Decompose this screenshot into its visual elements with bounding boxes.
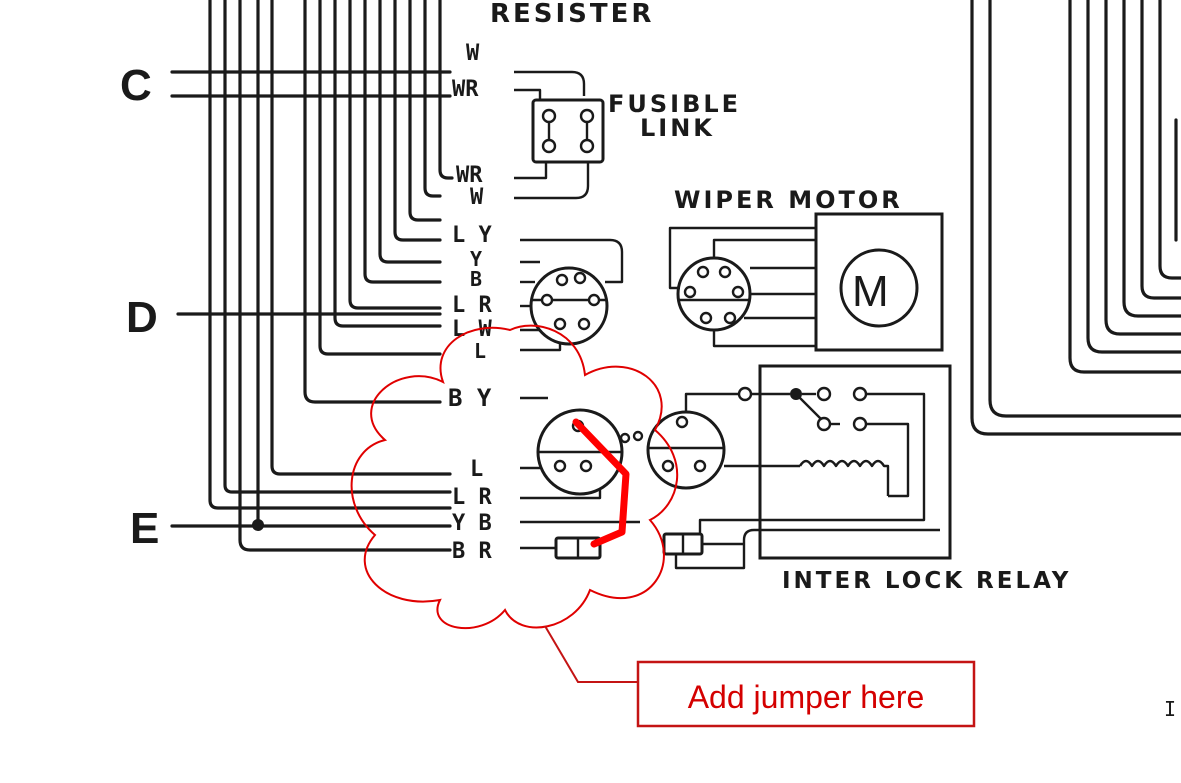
fusible-label-line1: FUSIBLE <box>608 90 741 118</box>
right-harness-bundle <box>970 0 1181 436</box>
wire-code-wr: WR <box>452 77 479 102</box>
wiper-motor-label: WIPER MOTOR <box>674 186 903 214</box>
wire-code-ly: L Y <box>452 223 492 248</box>
splice-dot <box>252 519 264 531</box>
interlock-relay <box>632 364 952 570</box>
motor-symbol: M <box>852 267 889 316</box>
wire-code-l: L <box>474 339 486 363</box>
wire-code-by: B Y <box>448 384 492 412</box>
wire-code-lr: L R <box>452 293 492 318</box>
edge-mark: I <box>1164 697 1176 721</box>
wiper-switch-connector <box>520 238 624 352</box>
fusible-link <box>514 70 605 200</box>
wire-code-br: B R <box>452 539 492 564</box>
left-harness-bundle <box>208 0 454 552</box>
interlock-relay-label: INTER LOCK RELAY <box>782 568 1071 594</box>
fusible-label-line2: LINK <box>640 114 715 142</box>
wire-code-yb: Y B <box>452 511 492 536</box>
callout-text: Add jumper here <box>688 679 925 715</box>
connector-c-lines <box>170 70 452 98</box>
wire-code-w: W <box>466 41 480 66</box>
callout-leader <box>544 625 638 683</box>
resister-label: RESISTER <box>490 0 654 29</box>
connector-e-label: E <box>130 504 159 553</box>
connector-c-label: C <box>120 61 152 110</box>
wire-code-y: Y <box>470 247 482 271</box>
wire-code-wr: WR <box>456 163 483 188</box>
callout-box <box>636 660 976 728</box>
connector-d-label: D <box>126 293 158 342</box>
wire-code-l: L <box>470 457 483 482</box>
wiper-motor <box>668 212 944 352</box>
wire-code-lr: L R <box>452 485 492 510</box>
wire-code-b: B <box>470 267 482 291</box>
jumper-wire <box>572 418 630 548</box>
lower-switch-connector <box>520 396 640 560</box>
highlight-cloud <box>350 324 679 630</box>
wire-code-w: W <box>470 185 484 210</box>
